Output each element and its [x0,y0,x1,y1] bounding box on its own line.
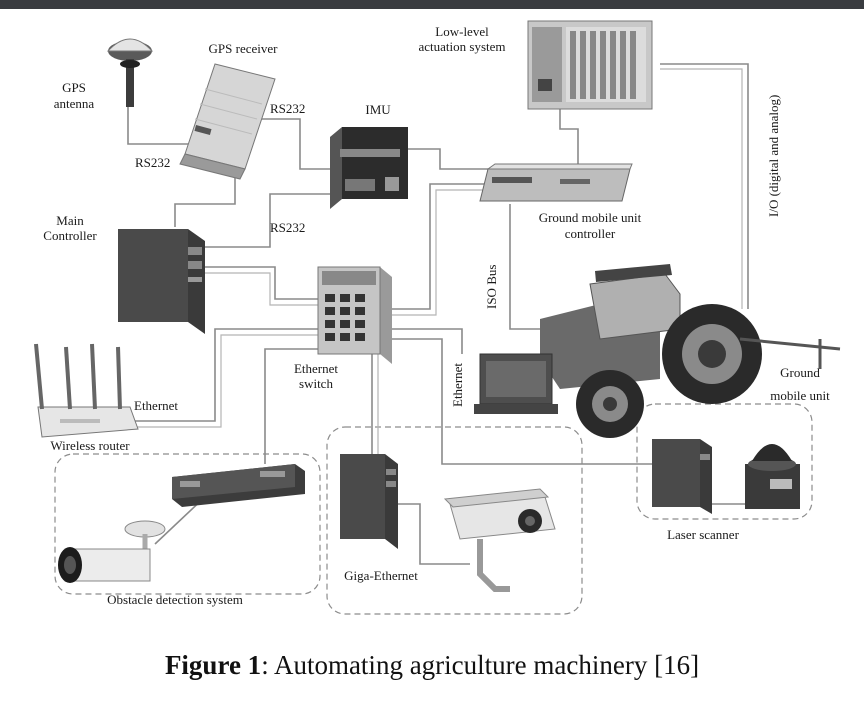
connection-lines [127,63,750,565]
main-controller-icon [118,229,205,334]
figure-caption-text: : Automating agriculture machinery [16] [261,650,700,680]
laser-scanner-group [636,403,813,520]
label-obstacle-detection: Obstacle detection system [107,592,243,607]
wireless-router-icon [34,343,139,438]
label-ethernet-router: Ethernet [134,398,178,413]
label-ethernet-vertical: Ethernet [450,363,465,407]
label-ground-mobile-unit-2: mobile unit [770,388,830,403]
label-low-level-1: Low-level [435,24,489,39]
low-level-actuation-icon [527,20,653,110]
figure-caption-label: Figure 1 [164,650,262,680]
label-imu: IMU [365,102,391,117]
label-main-controller-1: Main [56,213,84,228]
obstacle-camera-icon [58,520,166,583]
label-gps-antenna-1: GPS [62,80,86,95]
obstacle-pc-icon [172,464,305,507]
label-giga-ethernet: Giga-Ethernet [344,568,418,583]
giga-ethernet-group [326,426,583,615]
gps-receiver-icon [179,63,276,180]
label-rs232-b: RS232 [135,155,170,170]
label-iso-bus: ISO Bus [484,265,499,309]
giga-pc-icon [340,454,398,549]
label-gmu-controller-1: Ground mobile unit [539,210,642,225]
label-gmu-controller-2: controller [565,226,616,241]
label-main-controller-2: Controller [43,228,97,243]
gps-antenna-icon [106,38,154,107]
label-rs232-c: RS232 [270,220,305,235]
obstacle-detection-group [54,453,321,595]
diagram-canvas: GPS antenna GPS receiver RS232 RS232 RS2… [34,20,841,615]
tractor-icon [540,264,841,438]
ethernet-switch-icon [317,266,392,364]
figure-caption: Figure 1: Automating agriculture machine… [0,650,864,681]
label-laser-scanner: Laser scanner [667,527,739,542]
label-ethernet-switch-1: Ethernet [294,361,338,376]
label-gps-receiver: GPS receiver [209,41,279,56]
label-wireless-router: Wireless router [50,438,130,453]
laser-scanner-icon [745,444,800,509]
system-diagram: GPS antenna GPS receiver RS232 RS232 RS2… [0,9,864,619]
giga-camera-icon [443,488,556,592]
top-bar [0,0,864,9]
label-ethernet-switch-2: switch [299,376,333,391]
label-rs232-a: RS232 [270,101,305,116]
label-low-level-2: actuation system [418,39,505,54]
label-gps-antenna-2: antenna [54,96,95,111]
label-ground-mobile-unit-1: Ground [780,365,820,380]
gmu-controller-icon [479,163,633,202]
laser-pc-icon [652,439,712,514]
label-io: I/O (digital and analog) [766,95,781,217]
imu-icon [330,127,408,209]
tractor-ethernet-box-icon [474,353,558,414]
